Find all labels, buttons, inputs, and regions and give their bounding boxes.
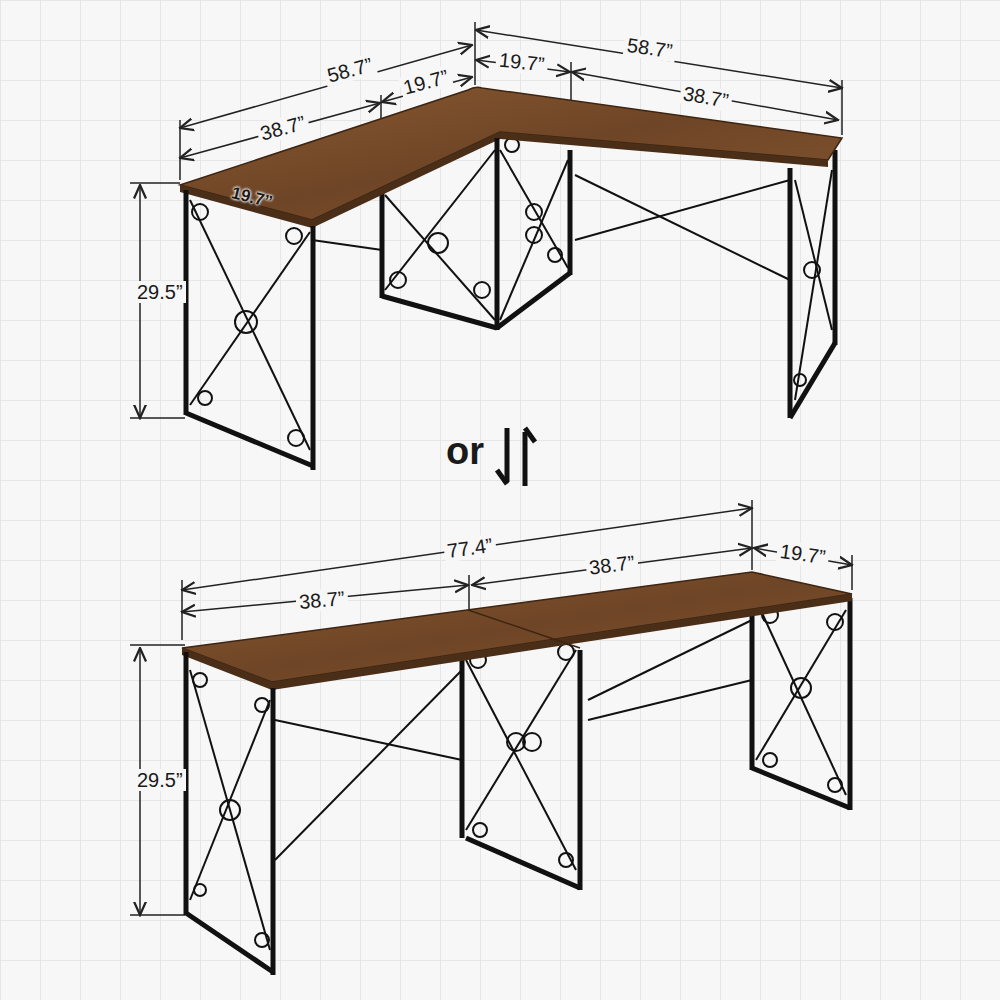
dimension-label: 19.7”	[495, 48, 549, 75]
dimension-label: 38.7”	[678, 82, 733, 113]
option-word: or	[443, 431, 487, 473]
dimension-label: 29.5”	[134, 281, 186, 303]
dimension-label: 38.7”	[295, 587, 348, 613]
dimension-label: 19.7”	[776, 540, 830, 569]
dimension-label: 38.7”	[585, 551, 639, 579]
dimension-label: 58.7”	[623, 34, 677, 63]
dimension-label: 77.4”	[443, 534, 497, 563]
dimension-label: 29.5”	[134, 769, 186, 791]
dimension-label: 19.7”	[398, 65, 454, 100]
dimension-label: 58.7”	[322, 53, 378, 88]
dimension-label: 38.7”	[255, 111, 311, 146]
